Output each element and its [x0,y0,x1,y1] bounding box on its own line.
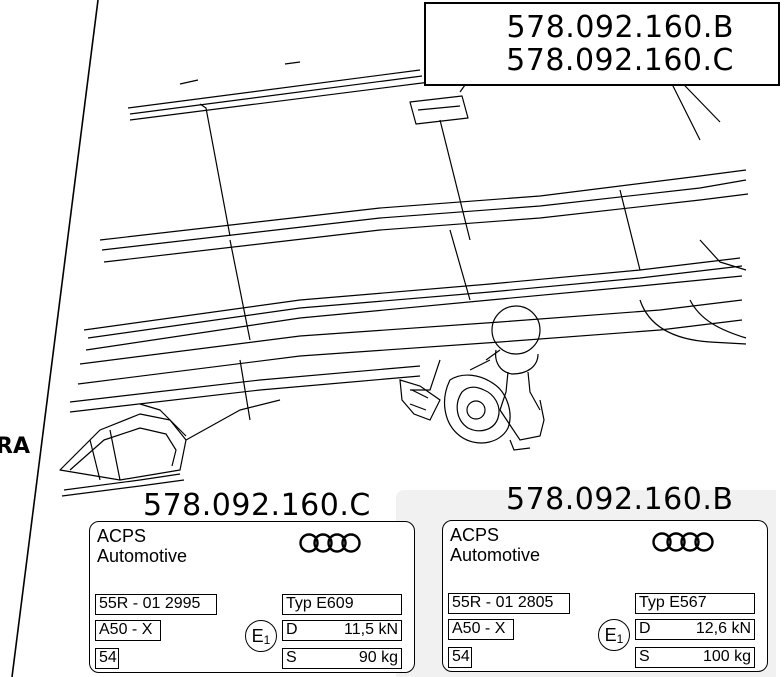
brand-line-1: ACPS [450,525,500,545]
bumper-band-lower [69,365,421,413]
plate-s-value: S 100 kg [635,647,755,668]
s-value: 90 kg [358,649,398,666]
coupling-class: A50 - X [448,619,514,640]
plate-type: Typ E609 [282,594,402,615]
plate-s-value: S 90 kg [282,648,402,669]
type-plate-c: ACPS Automotive 55R - 01 2995 A50 - X 54… [89,521,415,673]
brand-line-2: Automotive [450,545,541,565]
plate-code: 54 [95,648,119,669]
plate-type: Typ E567 [635,593,755,614]
s-label: S [286,649,297,666]
four-rings-logo-icon [299,533,361,553]
part-number-box: 578.092.160.B 578.092.160.C [424,2,780,86]
plate-d-value: D 11,5 kN [282,620,402,641]
bumper-band-upper [99,169,749,263]
bumper-band-mid [83,257,743,351]
d-value: 11,5 kN [344,621,398,638]
e-approval-mark: E1 [598,619,630,651]
frame-divider-line [11,0,99,677]
four-rings-logo-icon [652,532,714,552]
approval-number: 55R - 01 2995 [95,594,217,615]
tailgate-handle [409,95,469,125]
tow-hitch [399,305,545,451]
s-value: 100 kg [702,648,751,665]
coupling-class: A50 - X [95,620,161,641]
d-label: D [286,621,298,638]
plate-brand: ACPS Automotive [97,526,187,566]
s-label: S [639,648,650,665]
approval-number: 55R - 01 2805 [448,593,570,614]
plate-code: 54 [448,647,472,668]
e-approval-mark: E1 [245,620,277,652]
d-value: 12,6 kN [695,620,751,637]
part-number-c: 578.092.160.C [506,43,734,78]
part-number-b: 578.092.160.B [506,10,734,45]
type-plate-b: ACPS Automotive 55R - 01 2805 A50 - X 54… [442,520,768,672]
plate-title-b: 578.092.160.B [506,482,734,517]
socket-housing [443,374,511,444]
brand-line-2: Automotive [97,546,188,566]
plate-title-c: 578.092.160.C [143,488,371,523]
tow-ball [491,305,541,355]
d-label: D [639,620,651,637]
tailgate-top-edge [127,61,431,121]
plate-brand: ACPS Automotive [450,525,540,565]
side-label: RA [0,434,30,459]
plate-d-value: D 12,6 kN [635,619,755,640]
brand-line-1: ACPS [97,526,147,546]
left-bumper-corner [59,413,187,481]
